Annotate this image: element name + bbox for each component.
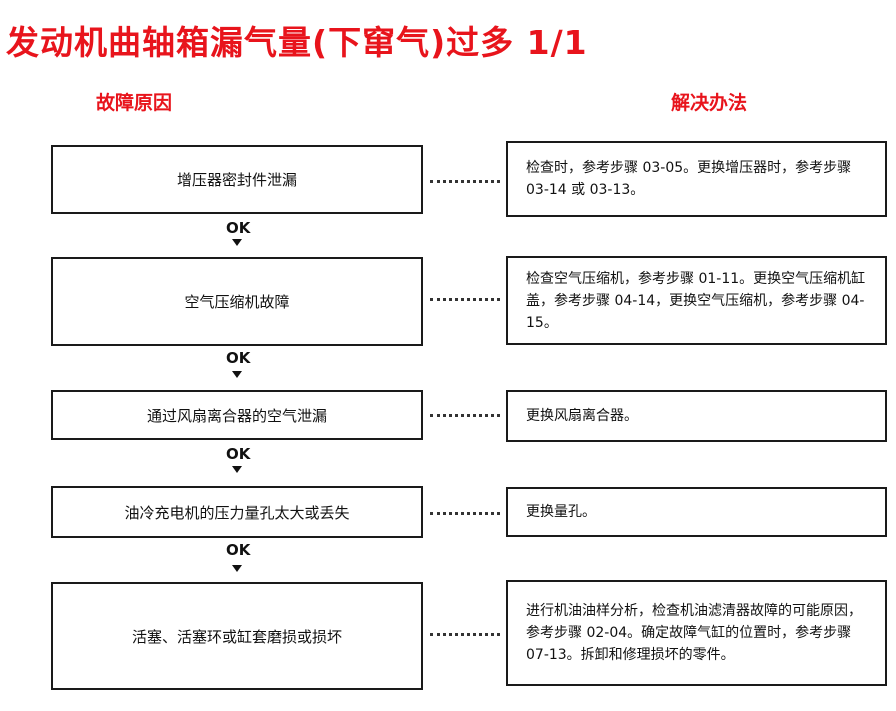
connector-dots-2 xyxy=(430,298,500,301)
page-title: 发动机曲轴箱漏气量(下窜气)过多 1/1 xyxy=(6,23,588,62)
solution-box-5: 进行机油油样分析，检查机油滤清器故障的可能原因，参考步骤 02-04。确定故障气… xyxy=(506,580,887,686)
ok-label-3: OK xyxy=(226,445,251,463)
cause-box-4: 油冷充电机的压力量孔太大或丢失 xyxy=(51,486,423,538)
connector-dots-4 xyxy=(430,512,500,515)
solution-box-2: 检查空气压缩机，参考步骤 01-11。更换空气压缩机缸盖，参考步骤 04-14，… xyxy=(506,256,887,345)
down-arrow-icon xyxy=(232,466,242,473)
down-arrow-icon xyxy=(232,565,242,572)
solution-box-1: 检查时，参考步骤 03-05。更换增压器时，参考步骤 03-14 或 03-13… xyxy=(506,141,887,217)
cause-box-1: 增压器密封件泄漏 xyxy=(51,145,423,214)
down-arrow-icon xyxy=(232,239,242,246)
solution-box-4: 更换量孔。 xyxy=(506,487,887,537)
ok-label-1: OK xyxy=(226,219,251,237)
ok-label-4: OK xyxy=(226,541,251,559)
connector-dots-3 xyxy=(430,414,500,417)
cause-column-header: 故障原因 xyxy=(96,92,173,114)
solution-column-header: 解决办法 xyxy=(671,92,748,114)
cause-box-5: 活塞、活塞环或缸套磨损或损坏 xyxy=(51,582,423,690)
connector-dots-5 xyxy=(430,633,500,636)
ok-label-2: OK xyxy=(226,349,251,367)
cause-box-3: 通过风扇离合器的空气泄漏 xyxy=(51,390,423,440)
cause-box-2: 空气压缩机故障 xyxy=(51,257,423,346)
connector-dots-1 xyxy=(430,180,500,183)
down-arrow-icon xyxy=(232,371,242,378)
solution-box-3: 更换风扇离合器。 xyxy=(506,390,887,442)
